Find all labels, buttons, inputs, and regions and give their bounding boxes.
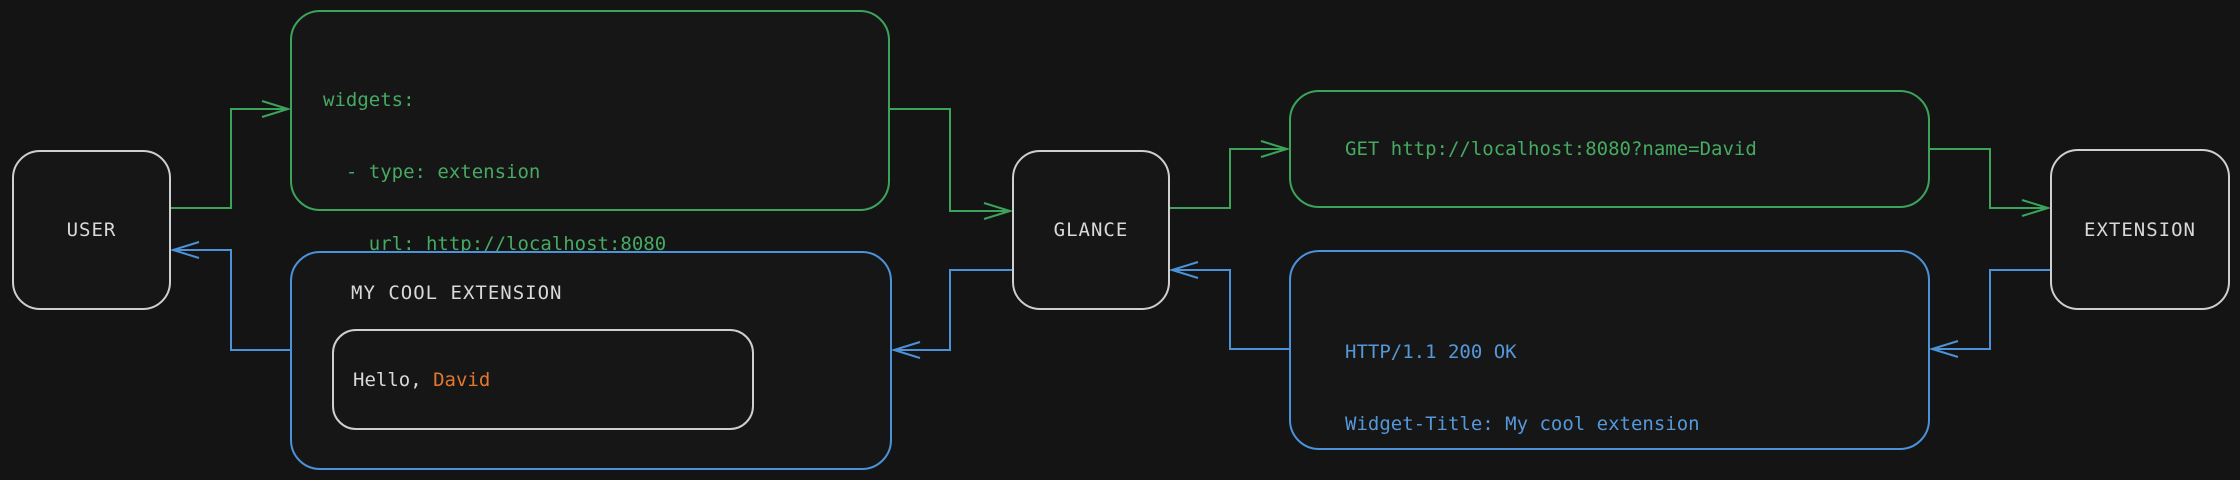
request-code-box: GET http://localhost:8080?name=David <box>1289 90 1930 208</box>
arrow-config-to-glance-head <box>983 202 1014 220</box>
config-code-line: widgets: <box>323 89 415 111</box>
arrow-glance-to-widget <box>894 269 1012 351</box>
response-code-line: Widget-Title: My cool extension <box>1345 413 1700 435</box>
request-flow-green <box>171 100 2052 220</box>
request-code-line: GET http://localhost:8080?name=David <box>1345 138 1757 160</box>
arrow-extension-to-response <box>1932 269 2050 350</box>
config-code-line: - type: extension <box>323 161 541 183</box>
arrow-glance-to-request-head <box>1260 140 1291 158</box>
config-code-line: url: http://localhost:8080 <box>323 233 667 255</box>
arrow-widget-to-user <box>173 249 290 351</box>
response-flow-blue <box>169 241 2050 359</box>
arrow-config-to-glance <box>890 108 1010 212</box>
arrow-user-to-config-head <box>261 100 292 118</box>
arrow-user-to-config <box>171 108 288 209</box>
config-code-box: widgets: - type: extension url: http://l… <box>290 10 890 471</box>
arrow-request-to-extension-head <box>2021 199 2052 217</box>
arrow-response-to-glance <box>1172 269 1289 350</box>
arrow-request-to-extension <box>1930 148 2048 209</box>
arrow-widget-to-user-head <box>169 241 200 259</box>
extension-node-label: EXTENSION <box>2084 218 2196 241</box>
widget-inner-box: Hello, David <box>332 329 754 430</box>
response-code: HTTP/1.1 200 OK Widget-Title: My cool ex… <box>1345 292 1883 480</box>
widget-greeting: Hello, David <box>334 369 490 391</box>
response-code-box: HTTP/1.1 200 OK Widget-Title: My cool ex… <box>1289 250 1930 450</box>
arrow-glance-to-widget-head <box>890 341 921 359</box>
user-node-label: USER <box>66 219 117 241</box>
arrow-response-to-glance-head <box>1168 261 1199 279</box>
glance-node: GLANCE <box>1012 150 1170 310</box>
greeting-name: David <box>433 368 491 391</box>
greeting-prefix: Hello, <box>353 368 434 391</box>
response-code-line: HTTP/1.1 200 OK <box>1345 341 1517 363</box>
widget-title: MY COOL EXTENSION <box>351 282 563 304</box>
widget-preview-box: MY COOL EXTENSION Hello, David <box>290 251 892 470</box>
extension-node: EXTENSION <box>2050 149 2230 310</box>
arrow-extension-to-response-head <box>1928 340 1959 358</box>
glance-node-label: GLANCE <box>1053 219 1129 241</box>
arrow-glance-to-request <box>1170 148 1287 209</box>
user-node: USER <box>12 150 171 310</box>
